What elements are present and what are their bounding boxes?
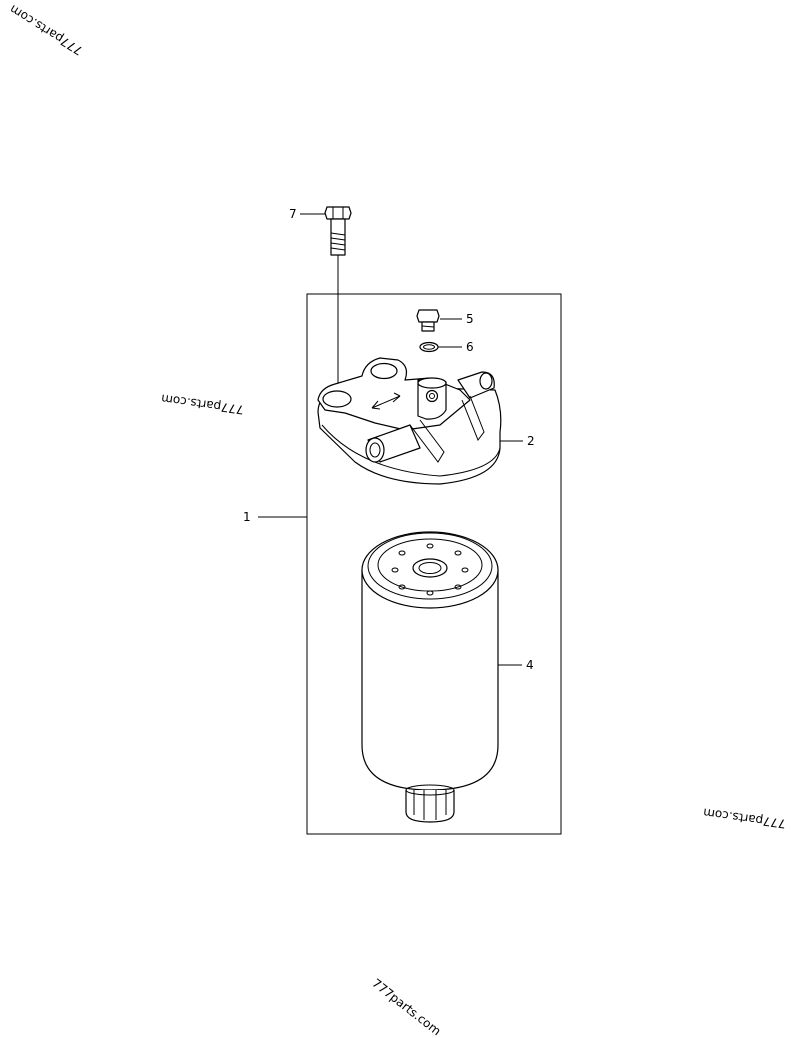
callout-6: 6 — [466, 340, 474, 354]
callout-5: 5 — [466, 312, 474, 326]
assembly-frame — [306, 293, 562, 835]
filter-element-part-4[interactable] — [361, 531, 499, 823]
plug-screw-part-5[interactable] — [416, 309, 440, 332]
callout-2: 2 — [527, 434, 535, 448]
o-ring-part-6[interactable] — [419, 341, 439, 353]
bolt-part-7[interactable] — [324, 206, 352, 398]
callout-leaders — [258, 213, 523, 666]
callout-4: 4 — [526, 658, 534, 672]
callout-1: 1 — [243, 510, 251, 524]
filter-head-part-2[interactable] — [317, 357, 502, 485]
callout-7: 7 — [289, 207, 297, 221]
